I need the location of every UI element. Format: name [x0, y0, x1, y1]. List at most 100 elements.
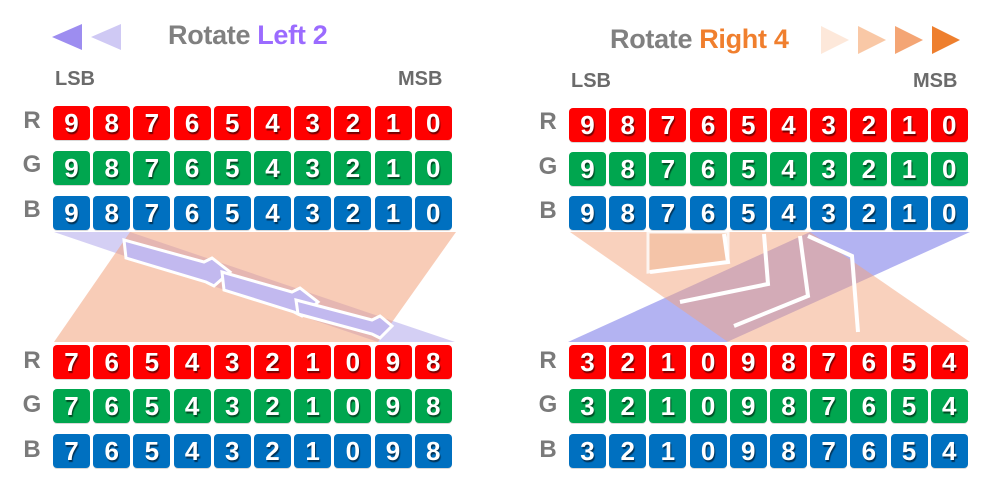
bit-cell: 9 [53, 151, 90, 185]
bit-cell: 6 [93, 345, 131, 379]
bit-cell: 2 [334, 106, 372, 140]
left-arrow-icon-2 [91, 24, 121, 50]
bit-cell: 8 [609, 196, 647, 230]
bit-cell: 9 [374, 389, 412, 423]
bit-cell: 0 [930, 108, 968, 142]
bit-cell: 5 [729, 152, 767, 186]
bit-cell: 9 [729, 434, 767, 468]
bit-cell: 5 [133, 345, 171, 379]
bit-cell: 5 [890, 345, 928, 379]
bit-cell: 7 [133, 151, 171, 185]
bit-cell: 2 [253, 389, 291, 423]
row-label-b: B [23, 436, 41, 463]
bit-cell: 9 [374, 434, 412, 468]
bit-cell: 4 [173, 434, 211, 468]
bit-cell: 7 [810, 434, 848, 468]
bit-cell: 3 [294, 106, 332, 140]
bit-cell: 2 [850, 108, 888, 142]
bit-cell: 2 [609, 345, 647, 379]
rotate-right-flow-diagram [568, 26, 970, 342]
bit-cell: 5 [213, 196, 251, 230]
bit-cell: 2 [253, 345, 291, 379]
row-label-g: G [22, 391, 42, 418]
bit-cell: 7 [133, 106, 171, 140]
bit-cell: 7 [810, 345, 848, 379]
right-arrow-icon-3 [895, 26, 923, 54]
bit-cell: 4 [769, 196, 807, 230]
bit-cell: 8 [93, 151, 131, 185]
bit-cell: 2 [850, 196, 888, 230]
bit-cell: 6 [689, 108, 727, 142]
bit-cell: 2 [850, 152, 888, 186]
bit-cell: 9 [729, 345, 767, 379]
bit-cell: 2 [334, 196, 372, 230]
bit-cell: 2 [334, 151, 372, 185]
bit-cell: 4 [769, 152, 807, 186]
bit-cell: 7 [649, 108, 687, 142]
msb-label: MSB [913, 70, 958, 92]
bit-cell: 8 [414, 345, 452, 379]
bit-cell: 1 [294, 345, 332, 379]
bit-cell: 4 [930, 389, 968, 423]
bit-cell: 6 [850, 389, 888, 423]
bit-cell: 9 [729, 389, 767, 423]
msb-label: MSB [398, 68, 443, 90]
bit-cell: 4 [173, 345, 211, 379]
row-label-b: B [23, 196, 41, 223]
bit-cell: 3 [213, 434, 251, 468]
bit-cell: 1 [890, 196, 928, 230]
bit-cell: 9 [53, 106, 90, 140]
bit-cell: 0 [414, 106, 452, 140]
bit-cell: 2 [609, 434, 647, 468]
bit-cell: 2 [609, 389, 647, 423]
row-label-r: R [539, 347, 557, 374]
bit-cell: 4 [930, 345, 968, 379]
bit-cell: 8 [769, 345, 807, 379]
bit-cell: 1 [374, 106, 412, 140]
bit-cell: 9 [374, 345, 412, 379]
bit-cell: 3 [213, 389, 251, 423]
bit-cell: 1 [294, 434, 332, 468]
shift-path-4 [807, 234, 860, 333]
title-direction: Left 2 [257, 20, 328, 50]
bit-cell: 5 [729, 196, 767, 230]
bit-cell: 3 [569, 434, 606, 468]
bit-cell: 6 [689, 196, 727, 230]
bit-cell: 5 [729, 108, 767, 142]
bit-cell: 6 [850, 345, 888, 379]
right-arrow-icon-2 [858, 26, 886, 54]
bit-cell: 8 [93, 106, 131, 140]
bit-cell: 3 [810, 152, 848, 186]
bit-cell: 3 [213, 345, 251, 379]
bit-cell: 4 [253, 196, 291, 230]
row-label-b: B [539, 436, 557, 463]
bit-cell: 6 [850, 434, 888, 468]
bit-cell: 3 [294, 196, 332, 230]
bit-cell: 1 [374, 151, 412, 185]
bit-cell: 1 [294, 389, 332, 423]
bit-cell: 0 [689, 345, 727, 379]
bit-cell: 0 [334, 389, 372, 423]
bit-cell: 0 [334, 345, 372, 379]
shift-path-1 [649, 233, 731, 274]
bit-cell: 0 [930, 152, 968, 186]
bit-cell: 4 [769, 108, 807, 142]
bit-cell: 0 [930, 196, 968, 230]
bit-cell: 1 [374, 196, 412, 230]
bit-cell: 1 [649, 434, 687, 468]
bit-cell: 1 [890, 152, 928, 186]
bit-cell: 9 [569, 196, 606, 230]
bit-cell: 1 [649, 389, 687, 423]
title-prefix: Rotate [610, 24, 693, 54]
bit-cell: 6 [173, 196, 211, 230]
bit-cell: 4 [253, 151, 291, 185]
